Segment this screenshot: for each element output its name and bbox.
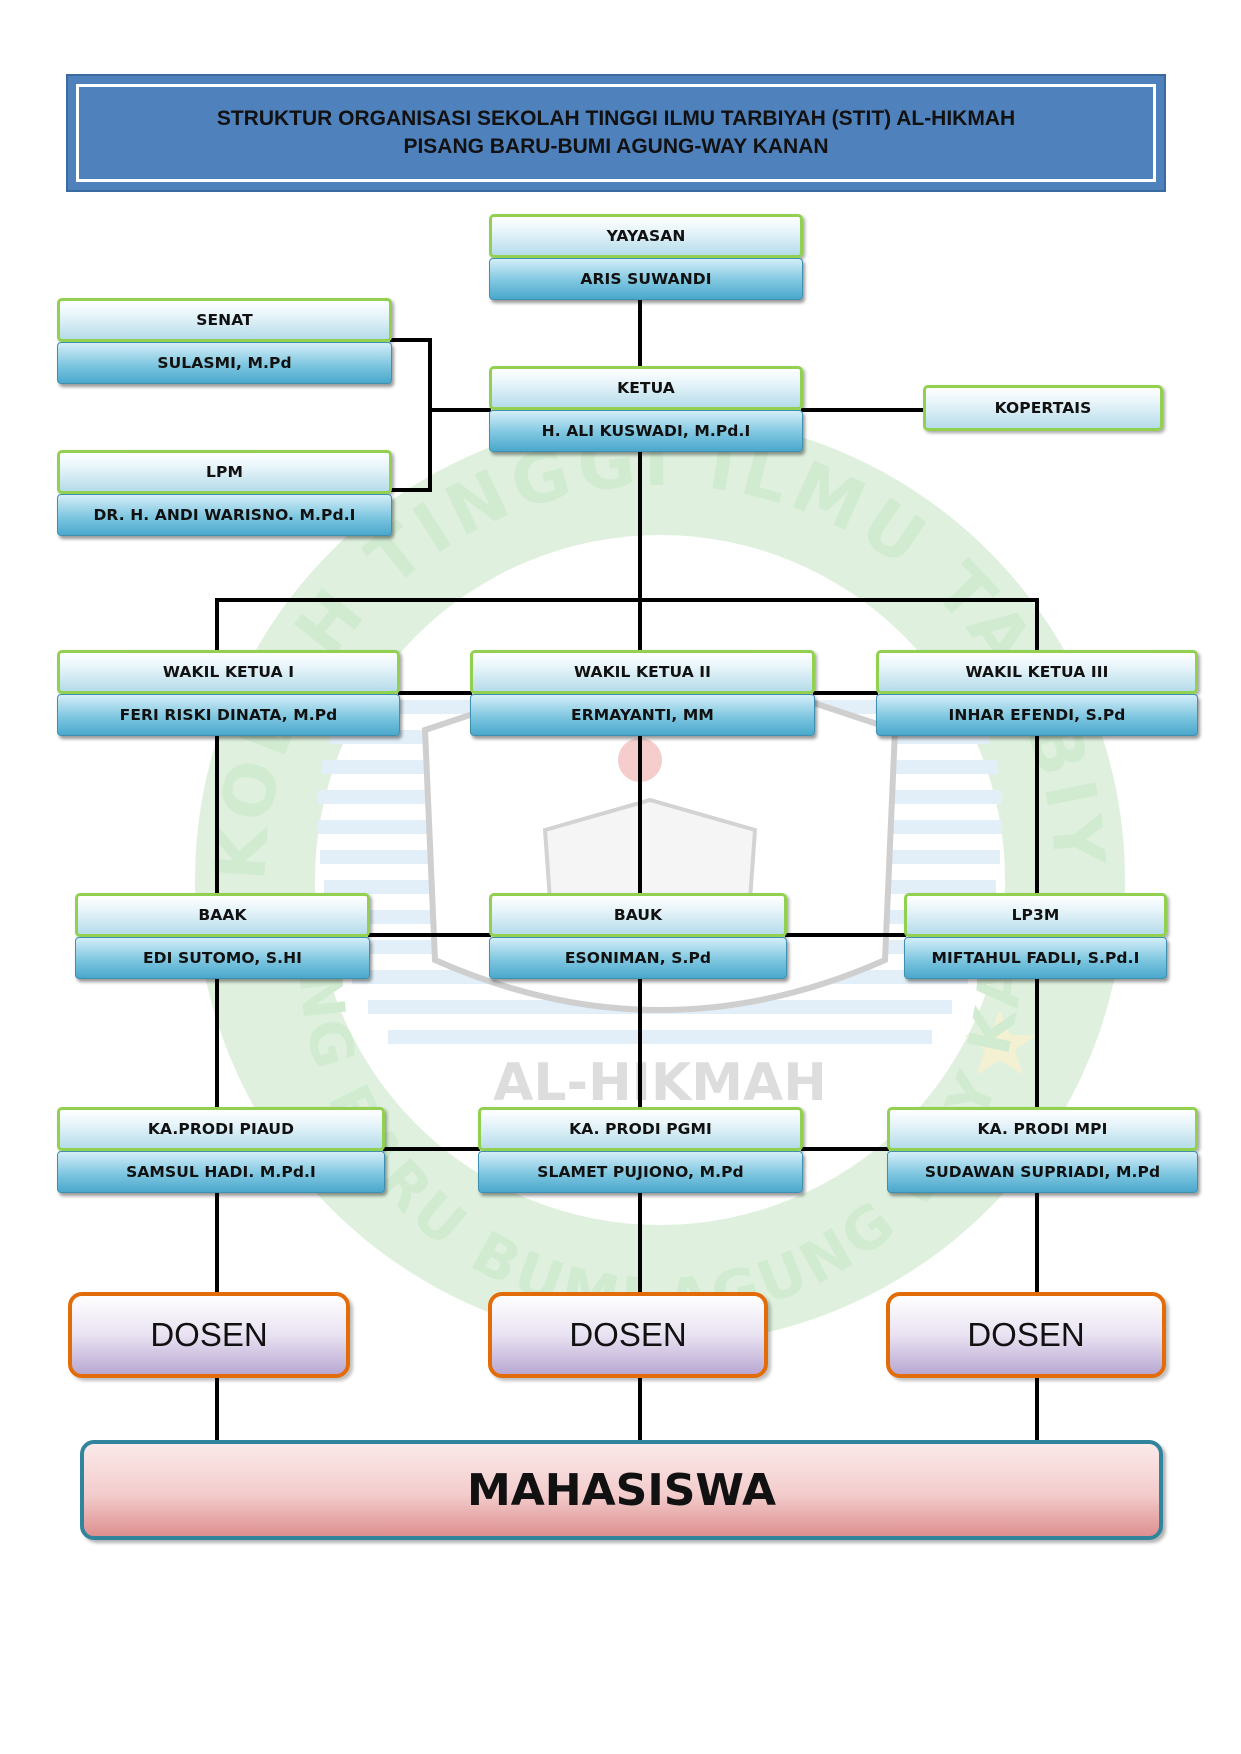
title-line-2: PISANG BARU-BUMI AGUNG-WAY KANAN — [403, 135, 829, 158]
node-person: ESONIMAN, S.Pd — [489, 937, 787, 979]
node-kaprodi-piaud: KA.PRODI PIAUD SAMSUL HADI. M.Pd.I — [57, 1107, 385, 1193]
node-yayasan: YAYASAN ARIS SUWANDI — [489, 214, 803, 300]
node-bauk: BAUK ESONIMAN, S.Pd — [489, 893, 787, 979]
dosen-box-2: DOSEN — [488, 1292, 768, 1378]
node-wakil-ketua-3: WAKIL KETUA III INHAR EFENDI, S.Pd — [876, 650, 1198, 736]
node-role: KA. PRODI PGMI — [478, 1107, 803, 1151]
node-person: MIFTAHUL FADLI, S.Pd.I — [904, 937, 1167, 979]
node-lp3m: LP3M MIFTAHUL FADLI, S.Pd.I — [904, 893, 1167, 979]
node-person: INHAR EFENDI, S.Pd — [876, 694, 1198, 736]
node-kaprodi-mpi: KA. PRODI MPI SUDAWAN SUPRIADI, M.Pd — [887, 1107, 1198, 1193]
node-person: SUDAWAN SUPRIADI, M.Pd — [887, 1151, 1198, 1193]
node-person: EDI SUTOMO, S.HI — [75, 937, 370, 979]
node-role: KA. PRODI MPI — [887, 1107, 1198, 1151]
node-wakil-ketua-1: WAKIL KETUA I FERI RISKI DINATA, M.Pd — [57, 650, 400, 736]
node-role: KOPERTAIS — [923, 385, 1163, 431]
title-line-1: STRUKTUR ORGANISASI SEKOLAH TINGGI ILMU … — [216, 107, 1016, 130]
node-baak: BAAK EDI SUTOMO, S.HI — [75, 893, 370, 979]
node-role: WAKIL KETUA II — [470, 650, 815, 694]
node-role: KA.PRODI PIAUD — [57, 1107, 385, 1151]
node-person: SLAMET PUJIONO, M.Pd — [478, 1151, 803, 1193]
mahasiswa-box: MAHASISWA — [80, 1440, 1163, 1540]
node-wakil-ketua-2: WAKIL KETUA II ERMAYANTI, MM — [470, 650, 815, 736]
node-ketua: KETUA H. ALI KUSWADI, M.Pd.I — [489, 366, 803, 452]
dosen-box-3: DOSEN — [886, 1292, 1166, 1378]
node-role: LPM — [57, 450, 392, 494]
connector-senat-lpm-bracket — [390, 338, 432, 492]
node-role: LP3M — [904, 893, 1167, 937]
node-role: WAKIL KETUA III — [876, 650, 1198, 694]
title-banner: STRUKTUR ORGANISASI SEKOLAH TINGGI ILMU … — [66, 74, 1166, 192]
node-role: BAUK — [489, 893, 787, 937]
node-role: YAYASAN — [489, 214, 803, 258]
node-person: SAMSUL HADI. M.Pd.I — [57, 1151, 385, 1193]
node-kopertais: KOPERTAIS — [923, 385, 1163, 431]
node-person: ERMAYANTI, MM — [470, 694, 815, 736]
node-person: ARIS SUWANDI — [489, 258, 803, 300]
node-senat: SENAT SULASMI, M.Pd — [57, 298, 392, 384]
node-role: WAKIL KETUA I — [57, 650, 400, 694]
dosen-box-1: DOSEN — [68, 1292, 350, 1378]
node-role: BAAK — [75, 893, 370, 937]
title-frame: STRUKTUR ORGANISASI SEKOLAH TINGGI ILMU … — [76, 84, 1156, 182]
connector-wakil-bar — [215, 598, 1039, 652]
node-person: H. ALI KUSWADI, M.Pd.I — [489, 410, 803, 452]
node-kaprodi-pgmi: KA. PRODI PGMI SLAMET PUJIONO, M.Pd — [478, 1107, 803, 1193]
node-lpm: LPM DR. H. ANDI WARISNO. M.Pd.I — [57, 450, 392, 536]
node-person: SULASMI, M.Pd — [57, 342, 392, 384]
node-person: DR. H. ANDI WARISNO. M.Pd.I — [57, 494, 392, 536]
node-role: KETUA — [489, 366, 803, 410]
node-role: SENAT — [57, 298, 392, 342]
node-person: FERI RISKI DINATA, M.Pd — [57, 694, 400, 736]
